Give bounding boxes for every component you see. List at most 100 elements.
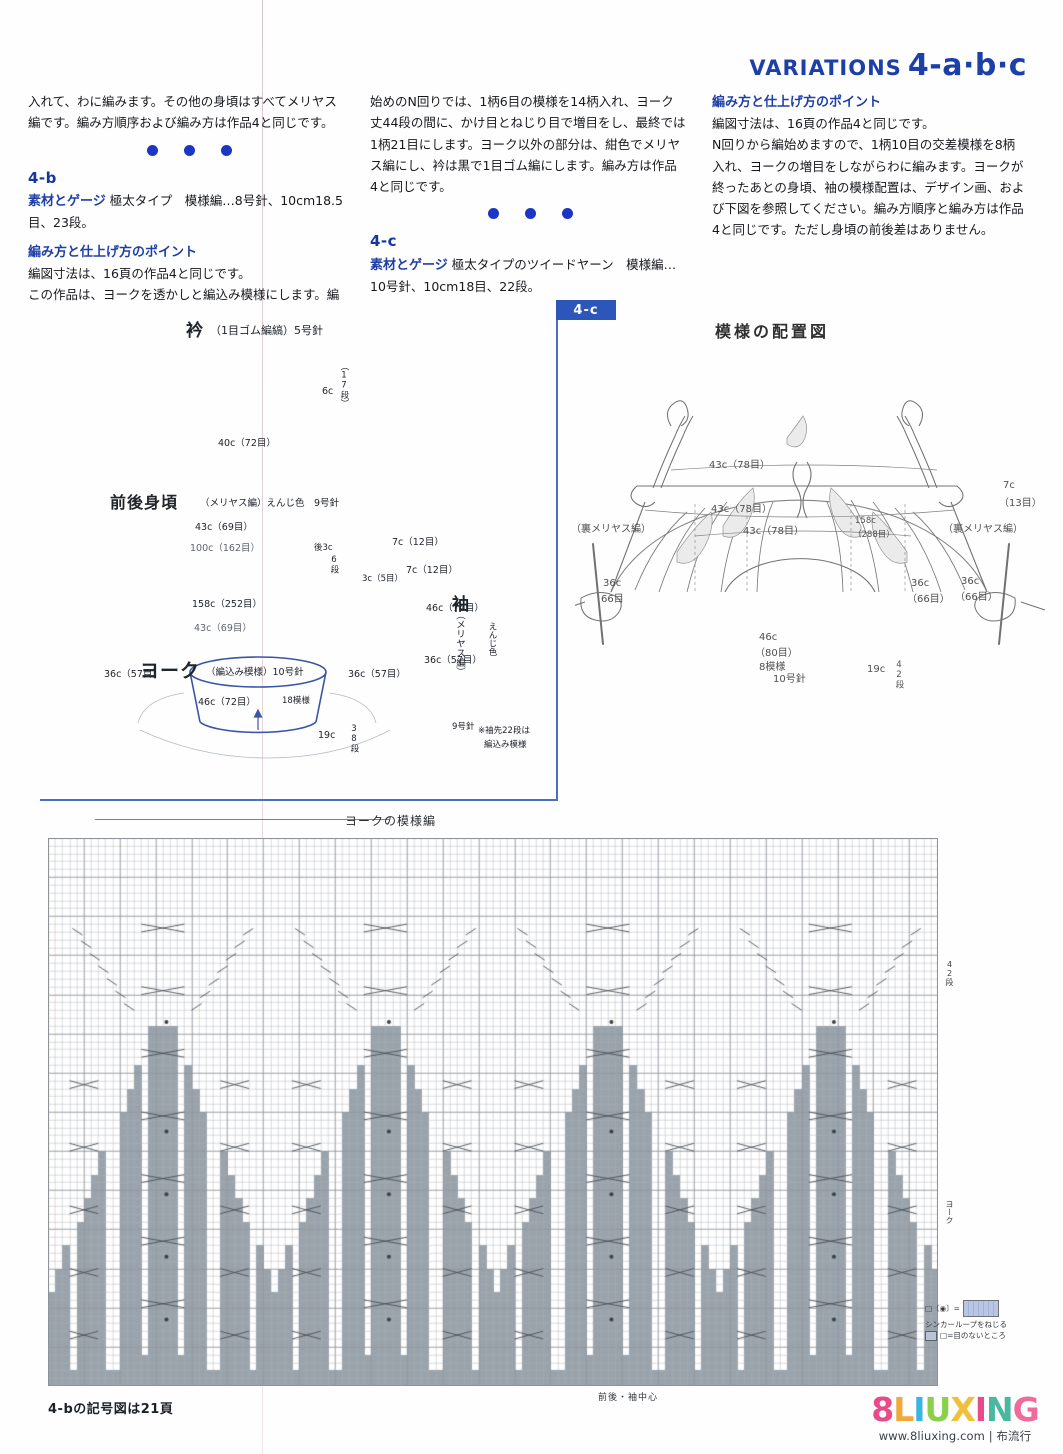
points-heading-4c: 編み方と仕上げ方のポイント: [712, 95, 882, 110]
chart-border: [48, 838, 938, 1386]
yoke-patterns: 18模様: [282, 696, 310, 706]
yoke-right-side: 36c（57目）: [348, 669, 406, 680]
pencil-right-texture: （裏メリヤス編）: [943, 524, 1023, 535]
body-shoulder: 後3c: [314, 543, 333, 553]
pencil-outer-width: 158c: [855, 516, 876, 526]
legend-grid-swatch: [962, 1300, 999, 1317]
col3-line2: N回りから編始めますので、1柄10目の交差模様を8柄: [712, 137, 1016, 153]
body-full-width: 100c（162目）: [190, 543, 260, 554]
col2-line3: 1柄21目にします。ヨーク以外の部分は、紺色でメリヤ: [370, 136, 681, 152]
pencil-left-texture: （裏メリヤス編）: [571, 524, 651, 535]
yoke-depth-rows: 38段: [349, 724, 359, 753]
gauge-text-4b: 極太タイプ 模様編…8号針、10cm18.5: [109, 192, 343, 208]
col3-line5: び下図を参照してください。編み方順序と編み方は作品: [712, 201, 1024, 217]
body-rows-6: 6段: [329, 555, 339, 574]
yoke-inner-width: 43c（69目）: [194, 623, 252, 634]
watermark: 8LIUXING www.8liuxing.com | 布流行: [865, 1393, 1045, 1444]
legend-line-2: □=目のないところ: [940, 1331, 1006, 1341]
gauge-heading-4b: 素材とゲージ: [28, 193, 106, 209]
collar-title: 衿: [186, 321, 204, 341]
collar-width: 40c（72目）: [218, 438, 276, 449]
stitch-chart-canvas: [48, 838, 938, 1386]
pencil-shoulder-width: 7c: [1003, 480, 1015, 491]
pencil-right-sleeve-2: 36c: [961, 576, 980, 587]
yoke-depth: 19c: [318, 730, 336, 741]
badge-4c: 4-c: [556, 300, 616, 320]
text-column-2: 始めのN回りでは、1柄6目の模様を14柄入れ、ヨーク 丈44段の間に、かけ目とね…: [370, 92, 690, 298]
pencil-neck-needle: 10号針: [773, 674, 806, 685]
chart-center-label: 前後・袖中心: [598, 1393, 659, 1403]
pencil-right-sleeve-2-stitches: （66目）: [955, 592, 998, 603]
legend-empty-swatch: [925, 1330, 937, 1341]
pencil-inner-width: 43c（78目）: [743, 526, 804, 537]
section-code-4c: 4-c: [370, 232, 398, 251]
body-subtitle: （メリヤス編）えんじ色 9号針: [200, 498, 340, 509]
sleeve-top-width: 7c（12目）: [392, 537, 444, 548]
bottom-reference-note: 4-bの記号図は21頁: [48, 1402, 174, 1417]
dot-separator-2: [370, 208, 690, 220]
yoke-subtitle: （編込み模様）10号針: [206, 667, 304, 678]
yoke-title: ヨーク: [140, 660, 201, 682]
chart-side-rows-label: 42段: [945, 960, 954, 986]
col1-gauge-line2: 目、23段。: [28, 214, 94, 230]
sleeve-note-1: ※袖先22段は: [478, 726, 530, 736]
yoke-outer-width: 158c（252目）: [192, 599, 262, 610]
pencil-left-sleeve-stitches: 66目: [601, 594, 624, 605]
body-title: 前後身頃: [110, 493, 179, 512]
gauge-text-4c: 極太タイプのツイードヤーン 模様編…: [451, 256, 677, 272]
sleeve-note-2: 編込み模様: [484, 740, 527, 750]
pencil-depth: 19c: [867, 664, 886, 675]
garment-schematic-diagram: 衿 （1目ゴム編縞）5号針 6c （17段） 40c（72目） 前後身頃 （メリ…: [0, 300, 560, 820]
pencil-right-sleeve-stitches: （66目）: [907, 594, 950, 605]
col1-intro-line2: 編です。編み方順序および編み方は作品4と同じです。: [28, 115, 334, 131]
chart-legend: □〔◉〕= シンカーループをねじる □=目のないところ: [925, 1300, 1055, 1344]
dot-separator-1: [28, 144, 350, 156]
col3-line4: 終ったあとの身頃、袖の模様配置は、デザイン画、およ: [712, 179, 1025, 195]
collar-subtitle: （1目ゴム編縞）5号針: [210, 324, 323, 337]
text-column-3: 編み方と仕上げ方のポイント 編図寸法は、16頁の作品4と同じです。 N回りから編…: [712, 92, 1037, 242]
section-code-4b: 4-b: [28, 168, 57, 187]
sleeve-cuff: 36c（57目）: [424, 655, 482, 666]
scan-fold-line: [262, 0, 263, 1454]
col3-line1: 編図寸法は、16頁の作品4と同じです。: [712, 116, 935, 132]
col1-points-line1: 編図寸法は、16頁の作品4と同じです。: [28, 266, 251, 282]
pencil-depth-rows: 42段: [894, 660, 904, 689]
schematic-svg: [94, 656, 391, 820]
body-top-width: 43c（69目）: [195, 522, 253, 533]
col1-gauge-line: 素材とゲージ 極太タイプ 模様編…8号針、10cm18.5: [28, 191, 350, 212]
sleeve-title: 袖: [452, 595, 470, 615]
watermark-url: www.8liuxing.com | 布流行: [878, 1429, 1032, 1443]
pattern-placement-svg: [575, 400, 1046, 645]
col1-intro-line1: 入れて、わに編みます。その他の身頃はすべてメリヤス: [28, 94, 337, 109]
pencil-left-sleeve: 36c: [603, 578, 622, 589]
sleeve-needle: 9号針: [452, 722, 475, 732]
text-column-1: 入れて、わに編みます。その他の身頃はすべてメリヤス 編です。編み方順序および編み…: [28, 92, 350, 307]
pencil-right-sleeve: 36c: [911, 578, 930, 589]
pencil-outer-stitches: （288目）: [853, 530, 895, 540]
gauge-heading-4c: 素材とゲージ: [370, 257, 448, 273]
points-heading-4b: 編み方と仕上げ方のポイント: [28, 245, 198, 261]
watermark-logo: 8LIUXING: [871, 1390, 1040, 1429]
horizontal-divider-rule: [40, 799, 558, 801]
legend-swatch-row: □〔◉〕=: [925, 1300, 1055, 1317]
sleeve-width: 46c（74目）: [426, 603, 484, 614]
vertical-divider-rule: [556, 320, 558, 800]
legend-line-2-row: □=目のないところ: [925, 1330, 1055, 1341]
collar-height: 6c: [322, 386, 334, 397]
pencil-neck-patterns: 8模様: [759, 662, 786, 673]
col1-points-line2: この作品は、ヨークを透かしと編込み模様にします。編: [28, 287, 340, 303]
variations-word: VARIATIONS: [749, 56, 902, 80]
pattern-placement-title: 模様の配置図: [715, 322, 830, 341]
variations-code: 4-a·b·c: [907, 48, 1027, 83]
pencil-shoulder-stitches: （13目）: [999, 498, 1042, 509]
body-seg-3c: 3c（5目）: [362, 574, 403, 584]
col3-line6: 4と同じです。ただし身頃の前後差はありません。: [712, 222, 994, 238]
pencil-mid-width: 43c（78目）: [711, 504, 772, 515]
col2-line5: 4と同じです。: [370, 179, 452, 194]
col2-line1: 始めのN回りでは、1柄6目の模様を14柄入れ、ヨーク: [370, 94, 674, 109]
col3-line3: 入れ、ヨークの増目をしながらわに編みます。ヨークが: [712, 158, 1024, 174]
pencil-neck-stitches: （80目）: [755, 648, 798, 659]
pattern-placement-diagram: 模様の配置図 43c（78目） 43c（78目） 43c（78目） 158c （…: [571, 322, 1055, 710]
page-title: VARIATIONS 4-a·b·c: [749, 48, 1027, 83]
